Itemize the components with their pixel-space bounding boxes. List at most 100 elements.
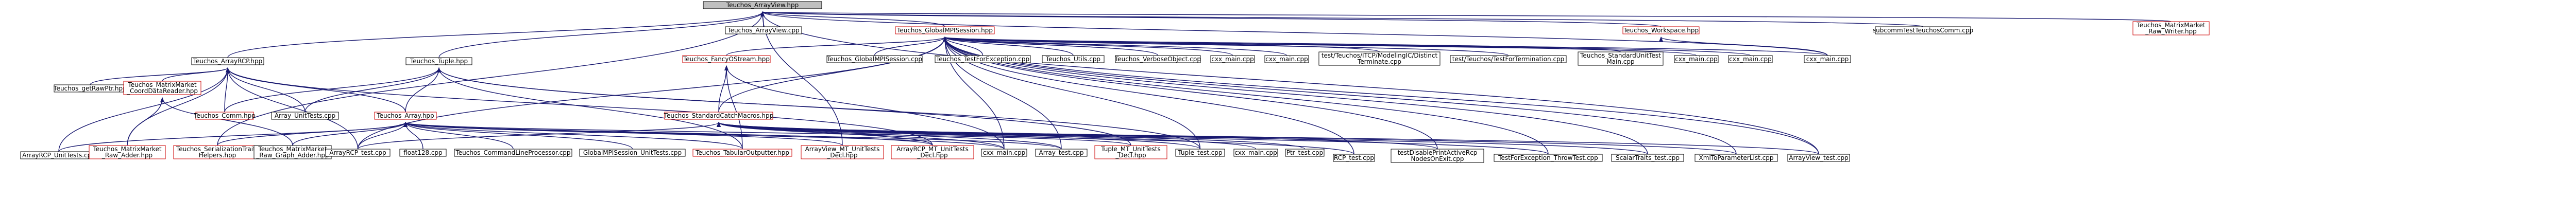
node-test_mpi[interactable]: test/Teuchos/ITCP/ModelingIC/DistinctTer… [1318,51,1440,66]
node-arrayview_cpp[interactable]: Teuchos_ArrayView.cpp [725,26,802,34]
node-box [579,149,686,157]
node-arrayrcp_unit[interactable]: ArrayRCP_UnitTests.cpp [20,151,97,159]
node-cxx_main_ws[interactable]: cxx_main.cpp [1804,55,1851,63]
node-ptr_test[interactable]: Ptr_test.cpp [1285,149,1325,157]
node-xml_param[interactable]: XmlToParameterList.cpp [1694,154,1778,162]
node-cxx_main_a[interactable]: cxx_main.cpp [1210,55,1255,63]
node-box [1333,154,1375,162]
node-label: Array_test.cpp [1039,149,1083,156]
edge-globalmpi_cpp-to-globalmpi_hpp [874,37,947,56]
node-label: _CoordDataReader.hpp [126,87,198,95]
node-box [801,145,884,159]
node-box [1042,55,1105,63]
node-label: Teuchos_GlobalMPISession.cpp [826,56,922,63]
node-label: float128.cpp [403,149,443,156]
node-root[interactable]: Teuchos_ArrayView.hpp [703,1,822,9]
node-mm_raw_adder[interactable]: Teuchos_MatrixMarket_Raw_Adder.hpp [89,145,166,159]
node-box [1611,154,1684,162]
node-matrixmarket_write[interactable]: Teuchos_MatrixMarket_Raw_Writer.hpp [2132,21,2210,35]
node-label: Teuchos_MatrixMarket [2136,22,2205,29]
node-av_test[interactable]: ArrayView_test.cpp [1787,154,1850,162]
edge-tuple_mt-to-array_hpp [403,122,1131,146]
node-workspace_hpp[interactable]: Teuchos_Workspace.hpp [1622,26,1700,34]
node-array_hpp[interactable]: Teuchos_Array.hpp [374,112,437,120]
node-label: Helpers.hpp [199,152,236,159]
edge-arrayrcp_test-to-arrayrcp_hpp [226,67,359,150]
node-array_test[interactable]: Array_test.cpp [1035,149,1088,157]
node-box [1450,55,1567,63]
edge-mm_raw_adder-to-arrayrcp_hpp [127,67,230,146]
node-box [826,55,923,63]
node-test_term[interactable]: test/Teuchos/TestForTermination.cpp [1450,55,1567,63]
node-cmdline[interactable]: Teuchos_CommandLineProcessor.cpp [454,149,572,157]
node-testforexc_cpp[interactable]: Teuchos_TestForException.cpp [935,55,1031,63]
edge-arrayrcp_hpp-to-root [227,11,765,58]
edge-tabular-to-array_hpp [403,122,743,150]
node-array_unit[interactable]: Array_UnitTests.cpp [271,112,339,120]
node-cxx_main_b[interactable]: cxx_main.cpp [1264,55,1309,63]
node-label: Tuple_test.cpp [1177,149,1222,156]
node-label: Ptr_test.cpp [1286,149,1324,156]
edge-std_catch-to-fancyostream_hpp [718,65,728,113]
node-arrayrcp_hpp[interactable]: Teuchos_ArrayRCP.hpp [191,57,264,65]
edge-subcomm_cpp-to-root [761,11,1924,27]
edge-av_mt-to-root [760,11,843,146]
node-tuple_hpp[interactable]: Teuchos_Tuple.hpp [405,57,472,65]
node-verbose_cpp[interactable]: Teuchos_VerboseObject.cpp [1114,55,1201,63]
node-fancyostream_hpp[interactable]: Teuchos_FancyOStream.hpp [682,55,771,63]
node-cxx_main_f[interactable]: cxx_main.cpp [1233,149,1278,157]
node-subcomm_cpp[interactable]: subcommTestTeuchosComm.cpp [1873,26,1973,34]
node-gmpi_unit[interactable]: GlobalMPISession_UnitTests.cpp [579,149,686,157]
node-getrawptr[interactable]: Teuchos_getRawPtr.hpp [53,84,127,93]
node-arrayrcp_test[interactable]: ArrayRCP_test.cpp [325,149,391,157]
node-label: _Decl.hpp [1115,152,1146,159]
node-label: Teuchos_FancyOStream.hpp [683,56,770,63]
node-rcp_test[interactable]: RCP_test.cpp [1333,154,1375,162]
node-box [703,1,822,9]
node-tabular[interactable]: Teuchos_TabularOutputter.hpp [692,149,792,157]
node-cxx_main_c[interactable]: cxx_main.cpp [1674,55,1719,63]
node-globalmpi_hpp[interactable]: Teuchos_GlobalMPISession.hpp [895,26,995,34]
node-label: cxx_main.cpp [1729,56,1771,63]
edge-tuple_hpp-to-root [438,11,765,58]
node-label: RCP_test.cpp [1334,154,1374,161]
node-cxx_main_d[interactable]: cxx_main.cpp [1728,55,1773,63]
node-tuple_test[interactable]: Tuple_test.cpp [1175,149,1225,157]
node-arcp_mt[interactable]: ArrayRCP_MT_UnitTests_Decl.hpp [891,145,974,159]
node-label: cxx_main.cpp [1234,149,1277,156]
node-label: Teuchos_Utils.cpp [1045,56,1100,63]
node-box [2132,21,2210,35]
node-scalar_traits[interactable]: ScalarTraits_test.cpp [1611,154,1684,162]
edge-array_hpp-to-tuple_hpp [405,67,441,113]
edge-comm_hpp-to-tuple_hpp [224,67,441,113]
edge-av_test-to-root [760,11,1819,155]
node-std_catch[interactable]: Teuchos_StandardCatchMacros.hpp [664,112,774,120]
node-label: _Decl.hpp [826,152,857,159]
node-label: test/Teuchos/TestForTermination.cpp [1452,56,1565,63]
node-tuple_mt[interactable]: Tuple_MT_UnitTests_Decl.hpp [1094,145,1167,159]
node-mm_graph_adder[interactable]: Teuchos_MatrixMarket_Raw_Graph_Adder.hpp [253,145,332,159]
node-comm_hpp[interactable]: Teuchos_Comm.hpp [193,112,256,120]
node-float128[interactable]: float128.cpp [399,149,447,157]
edge-cxx_main_ws-to-globalmpi_hpp [943,37,1828,56]
node-label: NodesOnExit.cpp [1411,155,1464,162]
node-box [1674,55,1719,63]
edge-rcp_test-to-std_catch [717,122,1354,155]
node-tfe_throw[interactable]: TestForException_ThrowTest.cpp [1494,154,1603,162]
edge-serial_helpers-to-root [217,11,765,146]
node-cxx_main_e[interactable]: cxx_main.cpp [981,149,1027,157]
node-av_mt[interactable]: ArrayView_MT_UnitTests_Decl.hpp [801,145,884,159]
edge-mm_graph_adder-to-array_hpp [292,122,408,146]
node-globalmpi_cpp[interactable]: Teuchos_GlobalMPISession.cpp [826,55,923,63]
edge-array_hpp-to-arrayrcp_hpp [226,67,406,113]
node-matrixmarket_cr[interactable]: Teuchos_MatrixMarket_CoordDataReader.hpp [123,81,201,95]
node-utils_cpp[interactable]: Teuchos_Utils.cpp [1042,55,1105,63]
node-box [682,55,771,63]
edge-mm_raw_adder-to-matrixmarket_cr [127,97,164,146]
edge-tuple_test-to-tuple_hpp [437,67,1201,150]
node-label: _Raw_Adder.hpp [101,152,152,159]
